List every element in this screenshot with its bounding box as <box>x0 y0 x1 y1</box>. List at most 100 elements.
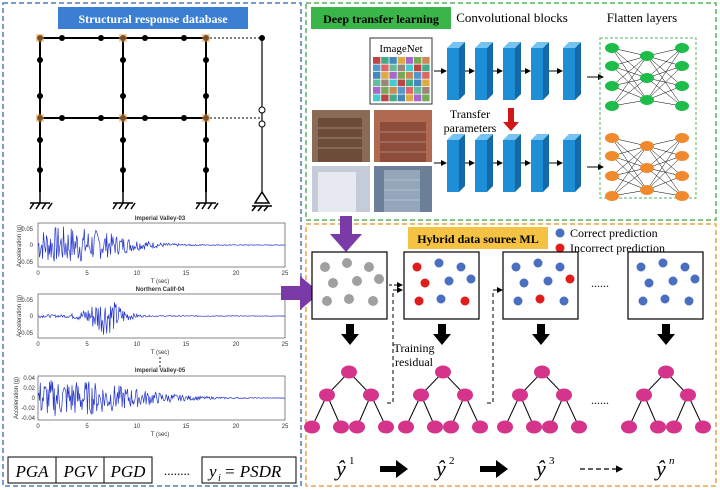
tree-node <box>666 420 682 434</box>
imagenet-thumb <box>405 57 414 64</box>
xtick-3-2: 10 <box>134 424 141 430</box>
tree-node <box>398 420 414 434</box>
flatten-connection <box>611 137 648 191</box>
imagenet-thumb <box>422 64 430 72</box>
neuron <box>640 141 654 151</box>
data-point <box>456 262 466 272</box>
tree-node <box>435 365 451 379</box>
flatten-frame <box>599 37 697 199</box>
imagenet-thumb <box>397 64 405 72</box>
feature-pgd: PGD <box>110 462 147 481</box>
record-title-3: Imperial Valley-05 <box>135 368 186 374</box>
data-point <box>414 296 424 306</box>
building-photos <box>312 110 432 212</box>
feature-row: PGA PGV PGD ........ y i = PSDR <box>7 456 297 484</box>
conv-block <box>503 140 515 192</box>
data-point <box>364 262 374 272</box>
feature-pga: PGA <box>14 462 49 481</box>
data-point <box>344 294 354 304</box>
flatten-connection <box>646 55 683 107</box>
tree-node <box>512 388 528 402</box>
legend-correct-icon <box>555 228 565 238</box>
ytick-3-2: 0 <box>32 396 36 402</box>
ytick-2-2: -0.05 <box>19 331 33 337</box>
xtick-1-2: 10 <box>134 271 141 277</box>
neuron <box>605 133 619 143</box>
prediction-n: ŷ <box>654 456 666 481</box>
xlabel-1: T (sec) <box>151 279 170 285</box>
xtick-3-1: 5 <box>85 424 89 430</box>
neuron <box>675 61 689 71</box>
target-y: y <box>207 462 217 481</box>
fixed-supports <box>29 190 272 212</box>
imagenet-thumb <box>373 94 381 102</box>
data-point <box>511 262 521 272</box>
record-ellipsis <box>159 357 161 367</box>
conv-block-side-face <box>487 42 493 100</box>
transfer-label-2: parameters <box>444 121 497 135</box>
legend-correct-label: Correct prediction <box>570 226 658 240</box>
tree-node <box>427 420 443 434</box>
flatten-connection <box>611 77 648 107</box>
ytick-3-3: -0.02 <box>21 406 35 412</box>
data-point <box>352 276 362 286</box>
flatten-layers-top <box>587 37 697 199</box>
ylabel-2: Acceleration (g) <box>17 295 23 337</box>
target-psdr: = PSDR <box>224 462 282 481</box>
tree-node <box>333 420 349 434</box>
conv-block <box>475 140 487 192</box>
tree-node <box>680 388 696 402</box>
tree-node <box>695 420 711 434</box>
data-point <box>436 294 446 304</box>
hinge-circles <box>258 106 266 128</box>
tree-node <box>650 420 666 434</box>
imagenet-thumb <box>389 57 397 64</box>
down-arrow <box>657 324 675 345</box>
imagenet-thumb <box>373 57 381 64</box>
data-point <box>535 294 545 304</box>
data-point <box>513 296 523 306</box>
conv-block-side-face <box>459 134 465 192</box>
neuron <box>640 163 654 173</box>
tree-node <box>534 365 550 379</box>
data-point <box>668 276 678 286</box>
data-point <box>638 296 648 306</box>
xtick-1-1: 5 <box>85 271 89 277</box>
imagenet-thumb <box>397 72 405 79</box>
waveform-3 <box>37 380 285 417</box>
tree-node <box>341 365 357 379</box>
data-point <box>434 258 444 268</box>
imagenet-thumb <box>381 79 389 87</box>
prediction-2: ŷ <box>434 456 446 481</box>
xtick-2-2: 10 <box>134 342 141 348</box>
flatten-connection <box>646 47 683 101</box>
record-title-2: Northern Calif-04 <box>136 287 185 293</box>
conv-block-side-face <box>459 42 465 100</box>
flatten-connection <box>646 167 683 197</box>
ylabel-3: Acceleration (g) <box>14 377 20 419</box>
prediction-1-sup: 1 <box>349 455 355 467</box>
conv-blocks-label: Convolutional blocks <box>456 10 568 25</box>
conv-block <box>531 140 543 192</box>
hybrid-panel <box>305 223 717 487</box>
purple-arrow-down <box>330 216 362 252</box>
imagenet-thumb <box>373 64 381 72</box>
imagenet-thumb <box>397 57 405 64</box>
ylabel-1: Acceleration (g) <box>17 225 23 267</box>
conv-block-side-face <box>487 134 493 192</box>
xtick-3-5: 25 <box>282 424 289 430</box>
imagenet-thumb <box>389 72 397 79</box>
imagenet-thumb <box>422 94 430 102</box>
xtick-1-3: 15 <box>183 271 190 277</box>
neuron <box>605 43 619 53</box>
imagenet-thumb <box>405 87 414 94</box>
imagenet-thumb <box>389 64 397 72</box>
conv-block <box>447 48 459 100</box>
flatten-connection <box>611 55 648 87</box>
xlabel-3: T (sec) <box>151 432 170 438</box>
data-point <box>636 262 646 272</box>
residual-label-2: residual <box>395 355 434 369</box>
data-point <box>412 262 422 272</box>
waveform-2 <box>37 302 286 335</box>
ytick-3-4: -0.04 <box>21 416 35 422</box>
